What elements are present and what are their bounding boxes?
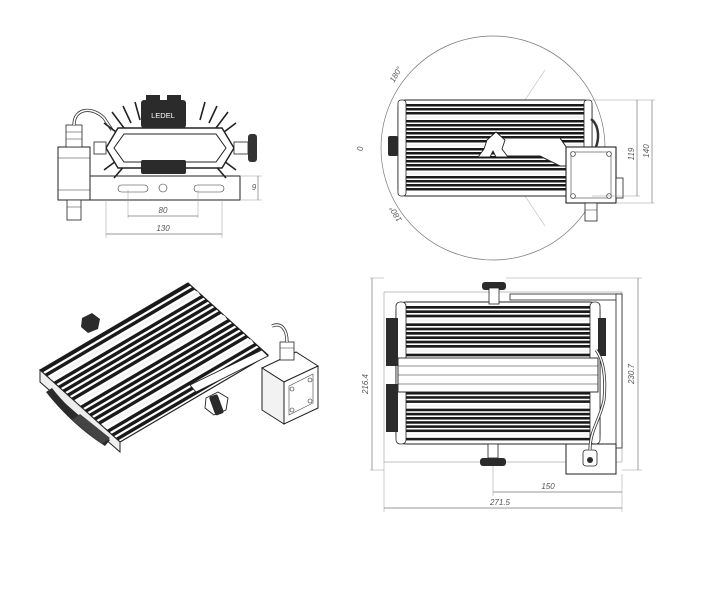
- heatsink-fin: [80, 319, 231, 409]
- heatsink-fin: [406, 314, 590, 318]
- front-view: LEDEL 80 130 9: [57, 95, 262, 238]
- heatsink-fin: [102, 339, 253, 429]
- bottom-dim-271: 271.5: [489, 498, 511, 507]
- heatsink-fin: [406, 306, 590, 309]
- heatsink-fin: [406, 124, 584, 127]
- heatsink-fin: [71, 311, 222, 401]
- heatsink-fin: [406, 180, 584, 183]
- bottom-dim-230: 230.7: [627, 363, 636, 385]
- heatsink-fin: [406, 160, 584, 163]
- heatsink-fin: [406, 156, 584, 159]
- heatsink-fin: [406, 345, 590, 348]
- heatsink-fin: [44, 287, 196, 377]
- isometric-view: [38, 282, 320, 454]
- heatsink-fin: [406, 340, 590, 344]
- front-dim-width: 130: [156, 224, 170, 233]
- top-angle-top: 180°: [388, 64, 404, 84]
- top-dim-140: 140: [642, 144, 651, 158]
- heatsink-fin: [406, 120, 584, 123]
- heatsink-fin: [406, 172, 584, 175]
- heatsink-fin: [88, 327, 240, 417]
- heatsink-fin: [406, 168, 584, 171]
- heatsink-fin: [62, 303, 213, 393]
- heatsink-fin: [53, 295, 205, 385]
- heatsink-fin: [406, 327, 590, 331]
- heatsink-fin: [406, 164, 584, 167]
- heatsink-fin: [406, 437, 590, 441]
- heatsink-fin: [406, 184, 584, 187]
- heatsink-fin: [406, 433, 590, 437]
- heatsink-fin: [40, 283, 191, 373]
- heatsink-fin: [406, 425, 590, 428]
- heatsink-fin: [406, 421, 590, 424]
- heatsink-fin: [406, 104, 584, 107]
- heatsink-fin: [406, 112, 584, 115]
- heatsink-fin: [97, 335, 249, 425]
- heatsink-fin: [48, 291, 200, 381]
- heatsink-fin: [406, 116, 584, 119]
- heatsink-fin: [406, 396, 590, 399]
- bottom-dim-216: 216.4: [361, 373, 370, 395]
- heatsink-fin: [406, 108, 584, 111]
- front-dim-slot: 80: [159, 206, 168, 215]
- heatsink-fin: [406, 176, 584, 179]
- front-dim-height: 9: [252, 183, 257, 192]
- heatsink-fin: [406, 404, 590, 408]
- bottom-view: 216.4 230.7 150 271.5: [361, 277, 642, 512]
- top-angle-bottom: 180°: [387, 204, 403, 224]
- heatsink-fin: [406, 400, 590, 403]
- heatsink-fin: [406, 392, 590, 395]
- top-view: 180° 0 180° 119 140: [356, 35, 655, 261]
- heatsink-fin: [93, 331, 244, 421]
- heatsink-fin: [406, 336, 590, 340]
- top-dim-119: 119: [627, 147, 636, 160]
- heatsink-fin: [66, 307, 218, 397]
- heatsink-fin: [406, 128, 584, 131]
- heatsink-fin: [406, 319, 590, 322]
- front-logo: LEDEL: [151, 111, 175, 120]
- heatsink-fin: [57, 299, 209, 389]
- heatsink-fin: [106, 343, 258, 433]
- heatsink-fin: [406, 332, 590, 335]
- heatsink-fin: [406, 417, 590, 420]
- heatsink-fin: [75, 315, 227, 405]
- heatsink-fin: [406, 412, 590, 416]
- top-angle-mid: 0: [356, 146, 365, 151]
- heatsink-fin: [406, 323, 590, 327]
- bottom-dim-150: 150: [541, 482, 555, 491]
- heatsink-fin: [406, 349, 590, 353]
- heatsink-fin: [406, 353, 590, 357]
- heatsink-fin: [406, 188, 584, 191]
- heatsink-fin: [406, 429, 590, 433]
- heatsink-fin: [406, 310, 590, 314]
- heatsink-fin: [84, 323, 236, 413]
- heatsink-fin: [406, 408, 590, 412]
